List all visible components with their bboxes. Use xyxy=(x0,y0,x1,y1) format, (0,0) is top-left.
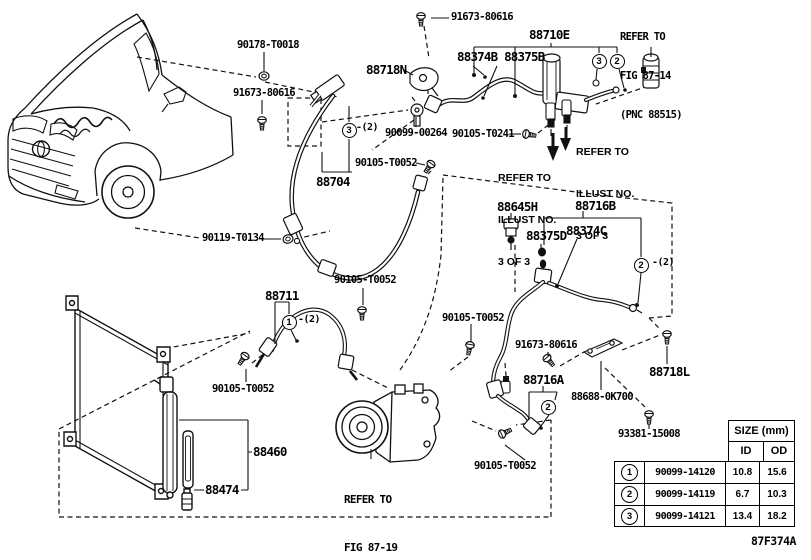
row-id-value: 13.4 xyxy=(726,505,760,527)
fasteners xyxy=(235,12,672,440)
part-label-88474: 88474 xyxy=(205,482,239,497)
dashed-leader-lines xyxy=(58,25,673,518)
size-table-col-od: OD xyxy=(770,445,788,458)
part-label-93381-15008: 93381-15008 xyxy=(618,428,681,440)
callout-circle-1-88711: 1 xyxy=(281,314,297,330)
row-circle-1: 1 xyxy=(621,463,638,481)
callout-circle-3-top: 3 xyxy=(591,53,607,69)
note-refer-fig-87-14: REFER TO FIG 87-14 (PNC 88515) xyxy=(620,31,683,121)
row-part-number: 90099-14119 xyxy=(645,483,726,505)
part-label-88375d: 88375D xyxy=(526,228,567,243)
note-refer-fig-87-19: REFER TO FIG 87-19 xyxy=(344,493,398,554)
part-label-88704: 88704 xyxy=(316,174,350,189)
valve-88645h xyxy=(503,218,519,250)
part-label-88688-0k700: 88688-0K700 xyxy=(571,391,634,403)
bolt-88718l xyxy=(662,330,672,345)
pipe-88716a xyxy=(486,376,542,435)
part-label-90105-t0052-c: 90105-T0052 xyxy=(474,460,537,472)
row-part-number: 90099-14121 xyxy=(645,505,726,527)
leader-dots xyxy=(295,73,639,430)
clamp-88718n xyxy=(409,67,439,97)
size-table-subheader: ID OD xyxy=(728,440,795,462)
size-table-row: 1 90099-14120 10.8 15.6 xyxy=(615,461,794,484)
part-label-90105-t0052-e: 90105-T0052 xyxy=(212,383,275,395)
size-table-col-id: ID xyxy=(729,441,764,461)
callout-circle-3-hose: 3 xyxy=(341,122,357,138)
bolt-90105-t0241 xyxy=(521,128,538,141)
nut-90178 xyxy=(258,71,270,81)
vehicle-sketch xyxy=(7,13,234,219)
part-label-90105-t0241: 90105-T0241 xyxy=(452,128,515,140)
part-label-88460: 88460 xyxy=(253,444,287,459)
row-id-value: 10.8 xyxy=(726,461,760,483)
size-table-row: 2 90099-14119 6.7 10.3 xyxy=(615,483,794,506)
bolt-91673-mid xyxy=(540,352,558,370)
row-od-value: 10.3 xyxy=(767,488,787,500)
receiver-drier xyxy=(153,376,178,499)
row-part-number: 90099-14120 xyxy=(645,461,726,483)
row-od-value: 15.6 xyxy=(767,466,787,478)
size-table: SIZE (mm) ID OD 1 90099-14120 10.8 15.6 … xyxy=(614,420,795,527)
part-label-90105-t0052-d: 90105-T0052 xyxy=(334,274,397,286)
down-arrow-icon xyxy=(547,127,571,161)
part-label-88718n: 88718N xyxy=(366,62,407,77)
bolt-90105-t0052-e xyxy=(235,350,252,368)
row-circle-3: 3 xyxy=(621,507,638,525)
callout-circle-2-88716b: 2 xyxy=(633,257,649,273)
pipe-connectors xyxy=(545,99,572,136)
qty-callout-2: -(2) xyxy=(652,257,675,268)
part-label-88716b: 88716B xyxy=(575,198,616,213)
bolt-90105-t0052-d xyxy=(357,306,367,321)
part-label-91673-80616-b: 91673-80616 xyxy=(451,11,514,23)
part-label-88711: 88711 xyxy=(265,288,299,303)
part-label-88716a: 88716A xyxy=(523,372,564,387)
bolt-90105-t0052-b xyxy=(463,340,476,357)
row-id-value: 6.7 xyxy=(726,483,760,505)
pipe-assembly-88710e xyxy=(423,53,620,161)
part-label-88374b-88375b: 88374B 88375B xyxy=(457,49,545,64)
desiccant-88474 xyxy=(181,430,194,511)
size-table-row: 3 90099-14121 13.4 18.2 xyxy=(615,505,794,527)
part-label-88645h: 88645H xyxy=(497,199,538,214)
row-od-value: 18.2 xyxy=(767,510,787,522)
bolt-91673-left xyxy=(257,116,267,131)
drawing-code: 87F374A xyxy=(751,534,796,548)
qty-callout-1: -(2) xyxy=(298,314,321,325)
part-label-88374c: 88374C xyxy=(566,223,607,238)
part-label-90119-t0134: 90119-T0134 xyxy=(202,232,265,244)
size-table-body: 1 90099-14120 10.8 15.6 2 90099-14119 6.… xyxy=(614,460,795,527)
part-label-90105-t0052-b: 90105-T0052 xyxy=(442,312,505,324)
note-refer-illust-right: REFER TO ILLUST NO. 3 OF 3 xyxy=(576,146,635,242)
note-refer-illust-left: REFER TO ILLUST NO. 3 OF 3 xyxy=(498,172,557,268)
hose-88711 xyxy=(254,307,359,381)
part-label-88710e: 88710E xyxy=(529,27,570,42)
row-circle-2: 2 xyxy=(621,485,638,503)
hose-88704 xyxy=(282,74,429,281)
grommets-88375d xyxy=(538,247,547,269)
leader-lines xyxy=(179,17,668,491)
nut-90119-t0134 xyxy=(281,233,295,245)
part-label-90178-t0018: 90178-T0018 xyxy=(237,39,300,51)
part-label-91673-80616-a: 91673-80616 xyxy=(233,87,296,99)
part-label-91673-80616-c: 91673-80616 xyxy=(515,339,578,351)
sensor-90099-00264 xyxy=(410,103,424,127)
condenser-88460 xyxy=(63,295,194,511)
qty-callout-3: -(2) xyxy=(356,122,379,133)
part-label-88718l: 88718L xyxy=(649,364,690,379)
callout-circle-2-top: 2 xyxy=(609,53,625,69)
bolt-91673-top xyxy=(416,12,426,27)
expansion-valve-88515 xyxy=(641,53,660,89)
bolt-90105-t0052-c xyxy=(496,425,514,440)
callout-circle-2-88716a: 2 xyxy=(540,399,556,415)
part-label-90099-00264: 90099-00264 xyxy=(385,127,448,139)
size-table-title: SIZE (mm) xyxy=(728,420,795,442)
part-label-90105-t0052-a: 90105-T0052 xyxy=(355,157,418,169)
compressor xyxy=(335,383,441,463)
bracket-88688 xyxy=(582,338,624,358)
pipe-88716b xyxy=(490,267,643,387)
